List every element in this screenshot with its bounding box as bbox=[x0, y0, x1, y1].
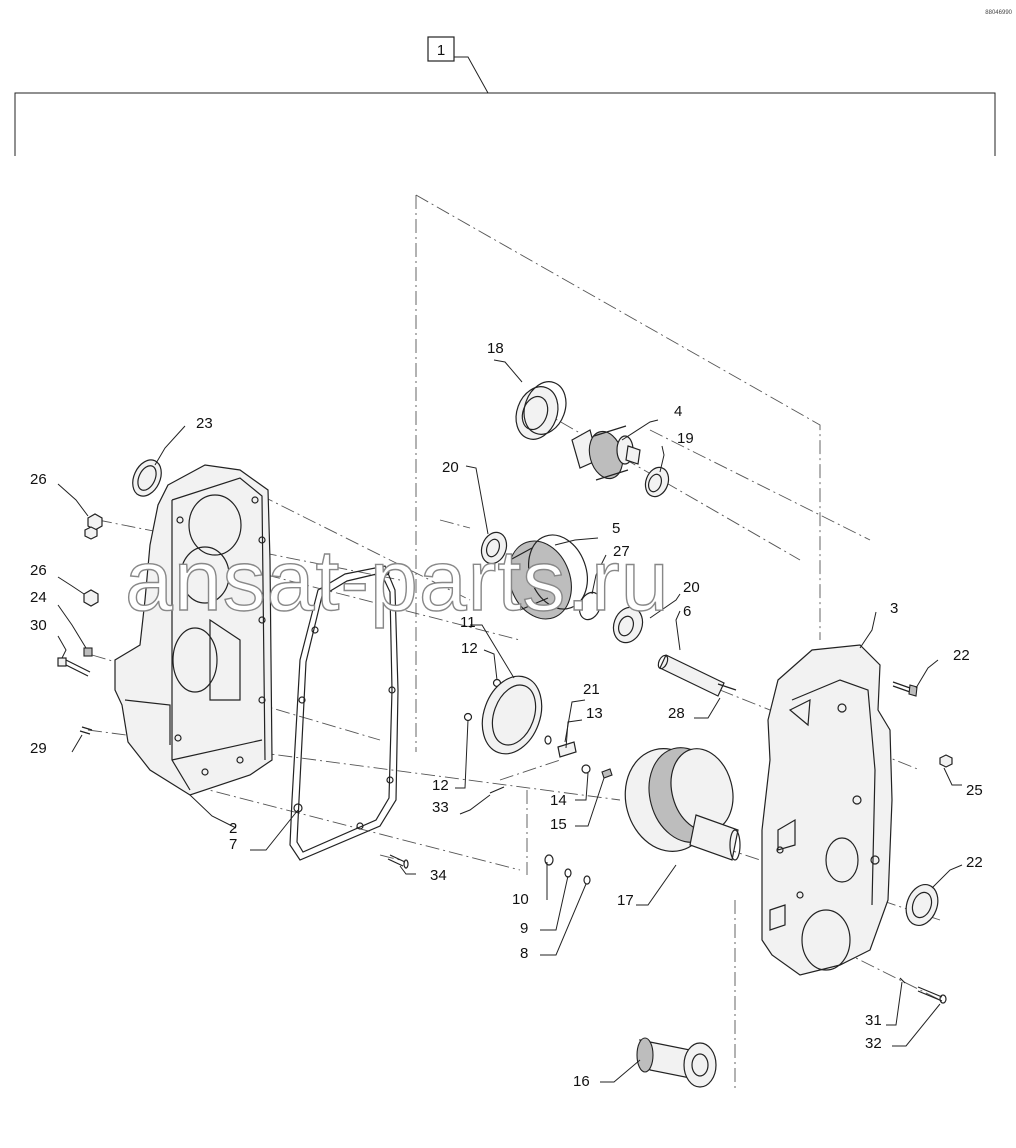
callout-label: 25 bbox=[966, 782, 983, 799]
callout-label: 6 bbox=[683, 603, 691, 620]
callout-label: 17 bbox=[617, 892, 634, 909]
callout-label: 24 bbox=[30, 589, 47, 606]
callout-label: 16 bbox=[573, 1073, 590, 1090]
callout-label: 4 bbox=[674, 403, 682, 420]
pins-31-32 bbox=[899, 977, 947, 1004]
callout-label: 9 bbox=[520, 920, 528, 937]
callout-label: 12 bbox=[432, 777, 449, 794]
pin-13-21 bbox=[544, 735, 613, 779]
callout-label: 7 bbox=[229, 836, 237, 853]
gear-shaft-4 bbox=[571, 425, 641, 481]
callout-label: 14 bbox=[550, 792, 567, 809]
callout-label: 29 bbox=[30, 740, 47, 757]
bearing-20-lower bbox=[612, 606, 644, 644]
callout-label: 26 bbox=[30, 562, 47, 579]
bearing-20-upper bbox=[480, 531, 508, 565]
callout-label: 5 bbox=[612, 520, 620, 537]
actuator-16 bbox=[636, 1037, 717, 1088]
callout-label: 21 bbox=[583, 681, 600, 698]
gasket-7 bbox=[289, 565, 399, 861]
callout-label: 23 bbox=[196, 415, 213, 432]
callout-label: 26 bbox=[30, 471, 47, 488]
ring-27 bbox=[578, 591, 602, 621]
watermark: ansat-parts.ru bbox=[125, 533, 670, 629]
callout-label: 27 bbox=[613, 543, 630, 560]
seal-22-right bbox=[905, 884, 939, 926]
callout-label: 33 bbox=[432, 799, 449, 816]
fasteners-left bbox=[57, 513, 505, 869]
callout-label: 11 bbox=[460, 614, 476, 631]
callout-label: 18 bbox=[487, 340, 504, 357]
assembly-label: 1 bbox=[437, 42, 445, 59]
callout-label: 22 bbox=[966, 854, 983, 871]
seal-23 bbox=[132, 459, 162, 497]
callout-label: 10 bbox=[512, 891, 529, 908]
shaft-6 bbox=[657, 654, 725, 697]
callout-label: 15 bbox=[550, 816, 567, 833]
callout-label: 2 bbox=[229, 820, 237, 837]
callout-label: 8 bbox=[520, 945, 528, 962]
callout-label: 12 bbox=[461, 640, 478, 657]
gear-5 bbox=[508, 534, 588, 620]
callout-label: 20 bbox=[442, 459, 459, 476]
bearing-19 bbox=[644, 466, 670, 498]
callout-label: 31 bbox=[865, 1012, 882, 1029]
pin-28 bbox=[717, 683, 737, 691]
callout-label: 22 bbox=[953, 647, 970, 664]
bolt-22-top bbox=[892, 681, 918, 697]
bearing-18 bbox=[515, 381, 567, 440]
callout-label: 30 bbox=[30, 617, 47, 634]
callout-label: 20 bbox=[683, 579, 700, 596]
plug-25 bbox=[939, 754, 953, 768]
disc-11 bbox=[481, 675, 543, 755]
callout-label: 3 bbox=[890, 600, 898, 617]
callout-labels: 2 3 4 5 6 7 8 9 10 11 12 12 13 14 15 16 … bbox=[30, 340, 983, 1090]
callout-label: 34 bbox=[430, 867, 447, 884]
reference-code: 88046990 bbox=[985, 10, 1012, 16]
leader-lines bbox=[57, 359, 963, 1083]
assembly-bracket: 1 bbox=[14, 36, 996, 156]
left-housing bbox=[114, 464, 273, 796]
callout-label: 28 bbox=[668, 705, 685, 722]
callout-label: 32 bbox=[865, 1035, 882, 1052]
callout-label: 19 bbox=[677, 430, 694, 447]
clutch-17 bbox=[624, 747, 741, 861]
right-cover bbox=[761, 644, 893, 976]
callout-label: 13 bbox=[586, 705, 603, 722]
